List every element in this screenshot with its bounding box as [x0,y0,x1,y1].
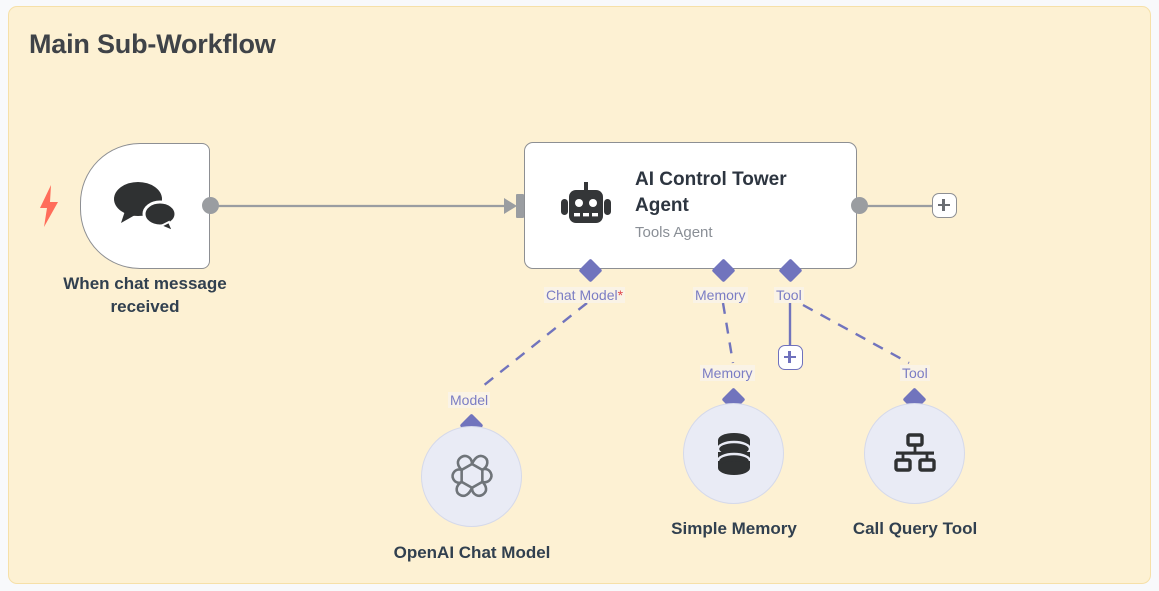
node-ai-control-tower-agent[interactable]: AI Control Tower Agent Tools Agent [524,142,857,269]
sub-port-label-memory: Memory [700,365,755,381]
node-when-chat-message-received[interactable] [80,143,210,269]
agent-text-block: AI Control Tower Agent Tools Agent [635,167,815,244]
port-label-chat-model-text: Chat Model [546,287,618,303]
node-label-openai-chat-model: OpenAI Chat Model [393,543,551,562]
agent-title: AI Control Tower Agent [635,169,787,216]
node-label-call-query-tool: Call Query Tool [852,519,978,538]
add-tool-button[interactable] [778,345,803,370]
plus-vertical-bar [788,351,791,363]
node-label-simple-memory: Simple Memory [671,519,797,538]
openai-logo-icon [450,454,493,497]
required-asterisk: * [617,287,624,303]
add-node-button-main[interactable] [932,193,957,218]
trigger-output-port[interactable] [202,197,219,214]
sub-port-label-model: Model [448,392,491,408]
agent-subtitle: Tools Agent [635,224,713,241]
sub-port-label-tool: Tool [900,365,930,381]
node-simple-memory[interactable] [683,403,784,504]
node-call-query-tool[interactable] [864,403,965,504]
port-label-tool: Tool [774,287,804,303]
chat-bubbles-icon [114,182,178,232]
port-label-memory: Memory [693,287,748,303]
sticky-note-title: Main Sub-Workflow [29,29,276,59]
database-icon [716,432,751,475]
sitemap-icon [893,432,936,472]
agent-output-port[interactable] [851,197,868,214]
plus-vertical-bar [942,199,945,211]
agent-input-port[interactable] [516,194,524,218]
port-label-chat-model: Chat Model* [544,287,626,303]
robot-icon [561,181,611,223]
node-label-trigger: When chat message received [63,274,227,316]
node-openai-chat-model[interactable] [421,426,522,527]
lightning-bolt-icon [40,185,58,227]
